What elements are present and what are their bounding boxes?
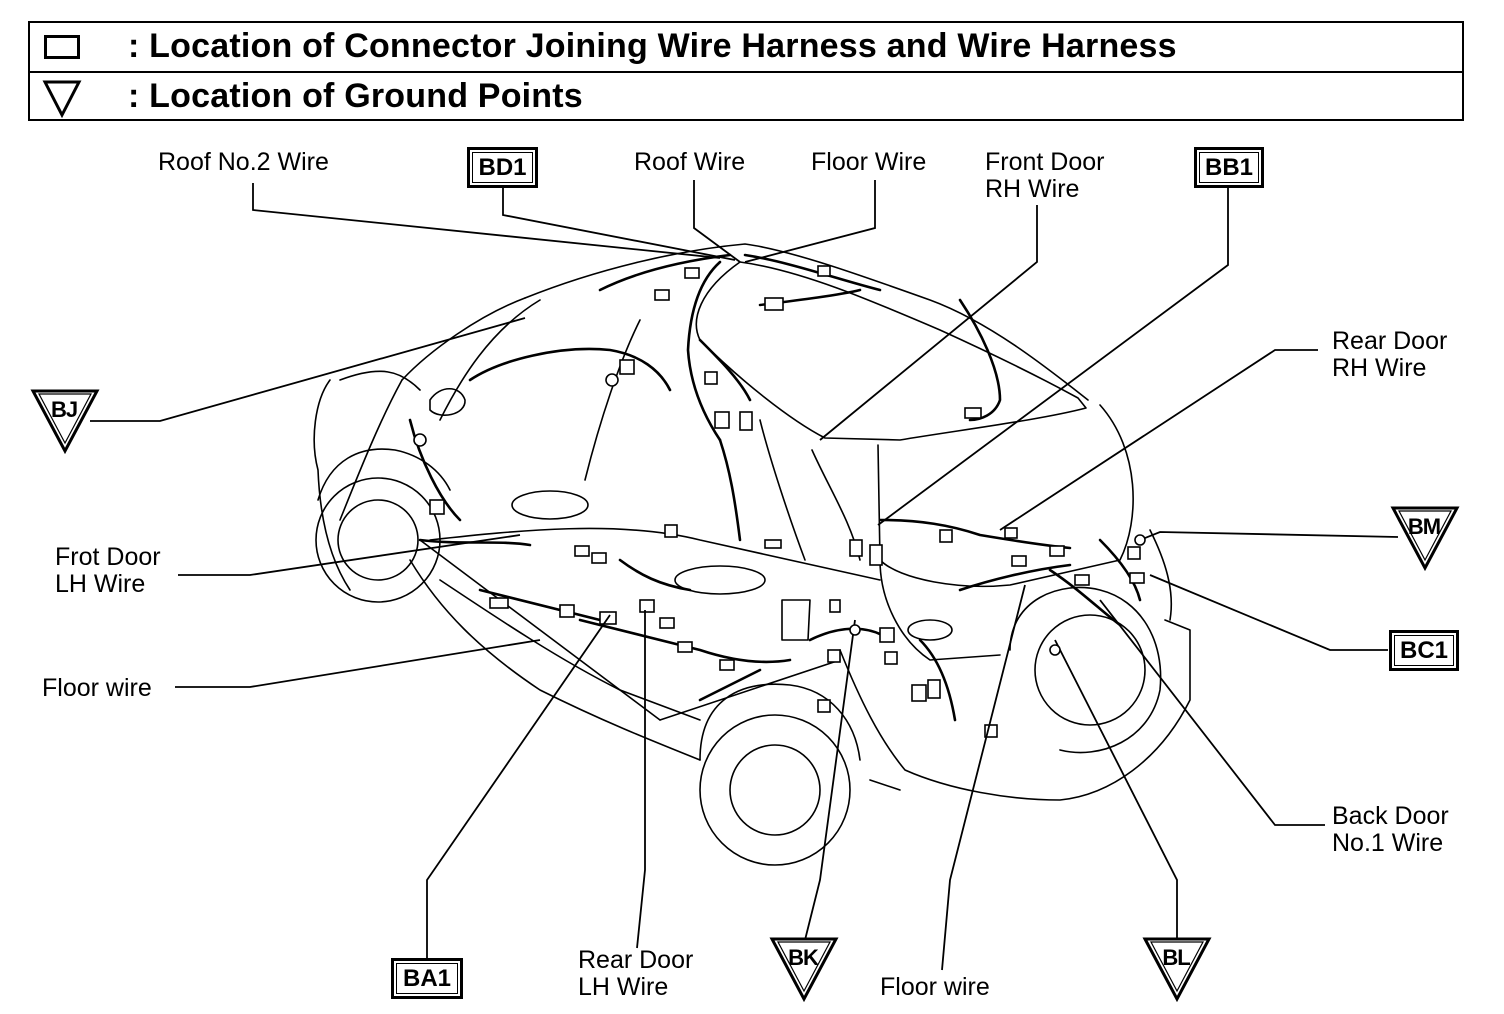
front-door-rh-wire-label-line2: RH Wire	[985, 175, 1080, 203]
roof-wire-label: Roof Wire	[634, 148, 746, 176]
ground-bk-marker: BK	[769, 936, 839, 1003]
back-door-no1-wire-label-line1: Back Door	[1332, 802, 1449, 830]
rear-door-lh-wire-label-line2: LH Wire	[578, 973, 669, 1001]
legend-ground-text: : Location of Ground Points	[128, 77, 583, 115]
back-door-no1-wire-label-line2: No.1 Wire	[1332, 829, 1444, 857]
rear-door-rh-wire-label-line2: RH Wire	[1332, 354, 1427, 382]
ground-bl-label: BL	[1162, 945, 1190, 970]
ground-bj-marker: BJ	[30, 388, 100, 455]
floor-wire-left-label: Floor wire	[42, 674, 152, 702]
ground-triangle-icon	[1142, 937, 1212, 1003]
connector-ba1-box: BA1	[391, 958, 463, 999]
wire-harness-routing	[408, 253, 1142, 722]
ground-pins	[413, 373, 1146, 656]
floor-wire-top-label: Floor Wire	[811, 148, 927, 176]
legend-connector-text: : Location of Connector Joining Wire Har…	[128, 27, 1177, 65]
rear-door-lh-wire-label-line1: Rear Door	[578, 946, 694, 974]
ground-triangle-icon	[769, 937, 839, 1003]
roof-no2-wire-label: Roof No.2 Wire	[158, 148, 329, 176]
ground-bm-label: BM	[1407, 514, 1441, 539]
ground-bl-marker: BL	[1142, 936, 1212, 1003]
legend-box: : Location of Connector Joining Wire Har…	[28, 21, 1464, 121]
legend-ground-row: : Location of Ground Points	[30, 73, 1462, 121]
floor-wire-bottom-label: Floor wire	[880, 973, 990, 1001]
connector-bb1-box: BB1	[1194, 147, 1264, 188]
connector-bd1-box: BD1	[467, 147, 538, 188]
ground-bj-label: BJ	[50, 397, 78, 422]
frot-door-lh-wire-label-line1: Frot Door	[55, 543, 161, 571]
ground-triangle-icon	[1390, 506, 1460, 572]
front-door-rh-wire-label-line1: Front Door	[985, 148, 1105, 176]
ground-symbol-icon	[42, 80, 82, 119]
rear-door-rh-wire-label-line1: Rear Door	[1332, 327, 1448, 355]
legend-connector-row: : Location of Connector Joining Wire Har…	[30, 23, 1462, 73]
connector-bc1-box: BC1	[1389, 630, 1459, 671]
connector-symbol-icon	[44, 35, 80, 59]
leader-lines	[90, 180, 1399, 971]
vehicle-body-outline	[313, 243, 1191, 866]
ground-bk-label: BK	[788, 945, 819, 970]
frot-door-lh-wire-label-line2: LH Wire	[55, 570, 146, 598]
harness-connectors	[429, 265, 1145, 738]
ground-triangle-icon	[30, 389, 100, 455]
ground-bm-marker: BM	[1390, 505, 1460, 572]
